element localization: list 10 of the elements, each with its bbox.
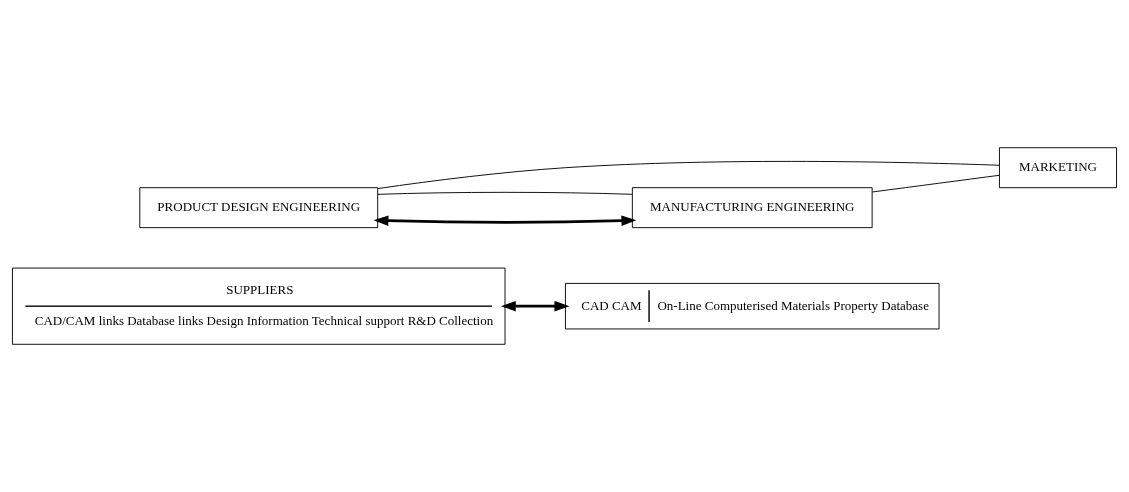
connector [871, 174, 1000, 193]
arrow [500, 300, 570, 312]
arrow [373, 215, 637, 226]
node-box: MANUFACTURING ENGINEERING [631, 187, 873, 229]
node-box: PRODUCT DESIGN ENGINEERING [139, 187, 379, 229]
node-box: CAD CAM On-Line Computerised Materials Property Database [564, 282, 940, 330]
connector [377, 191, 633, 195]
connector [377, 160, 1000, 189]
node-box: MARKETING [999, 147, 1117, 189]
node-box: SUPPLIERS CAD/CAM links Database links Design Information Technical support R&D Collection [12, 267, 506, 345]
